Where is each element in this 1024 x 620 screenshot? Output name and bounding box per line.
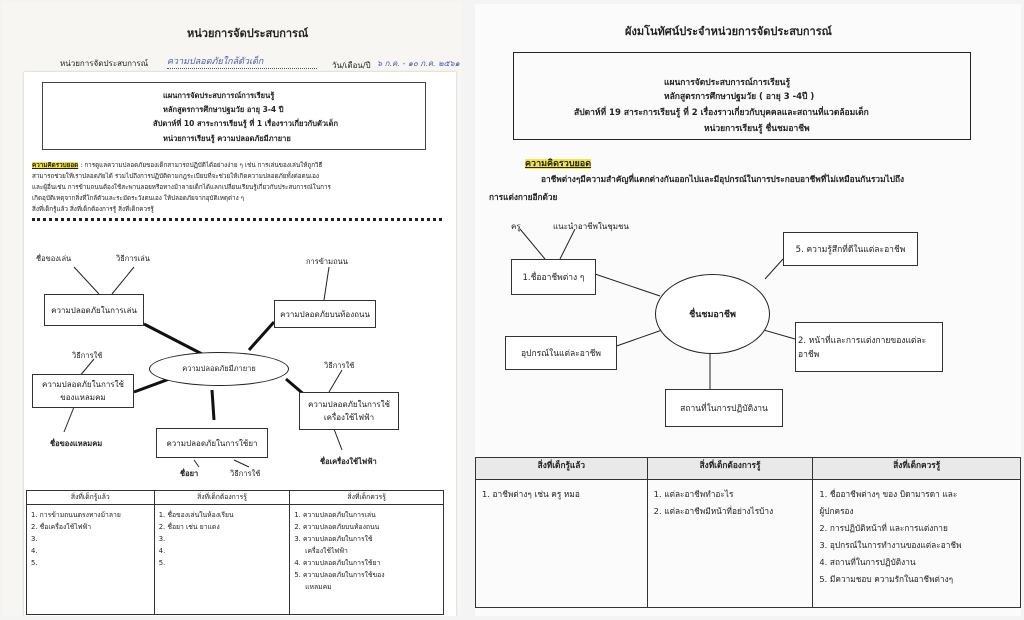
left-th-known: สิ่งที่เด็กรู้แล้ว [26,490,155,505]
leaf-community-guide: แนะนำอาชีพในชุมชน [553,222,629,231]
leaf-teacher: ครู [511,222,521,231]
left-header-line-1: แผนการจัดประสบการณ์การเรียนรู้ [163,91,275,100]
left-document-page: หน่วยการจัดประสบการณ์ หน่วยการจัดประสบกา… [2,2,462,616]
left-header-line-2: หลักสูตรการศึกษาปฐมวัย อายุ 3-4 ปี [163,105,284,114]
node-elec-safety: ความปลอดภัยในการใช้เครื่องใช้ไฟฟ้า [299,392,399,430]
node-sharp-safety: ความปลอดภัยในการใช้ของแหลมคม [32,374,134,408]
leaf-drug-method: วิธีการใช้ [230,469,261,478]
left-th-should: สิ่งที่เด็กควรรู้ [289,490,444,505]
left-kwl-table: สิ่งที่เด็กรู้แล้ว สิ่งที่เด็กต้องการรู้… [26,490,444,615]
right-center-node: ชื่นชมอาชีพ [655,274,770,354]
left-center-node: ความปลอดภัยมีภายาย [149,352,289,386]
right-header-line-4: หน่วยการเรียนรู้ ชื่นชมอาชีพ [704,124,810,134]
node-play-safety: ความปลอดภัยในการเล่น [44,294,144,326]
left-top-title: หน่วยการจัดประสบการณ์ [187,27,309,40]
right-header-line-3: สัปดาห์ที่ 19 สาระการเรียนรู้ ที่ 2 เรื่… [574,108,869,118]
right-concept-line-2: การแต่งกายอีกด้วย [489,192,558,202]
node-career-tools: อุปกรณ์ในแต่ละอาชีพ [505,336,617,370]
node-career-duties: 2. หน้าที่และการแต่งกายของแต่ละอาชีพ [795,322,943,372]
leaf-toy-name: ชื่อของเล่น [36,254,72,263]
node-road-safety: ความปลอดภัยบนท้องถนน [274,300,376,328]
node-work-place: สถานที่ในการปฏิบัติงาน [665,389,783,427]
left-dotted-divider [32,218,442,221]
left-unit-handwritten: ความปลอดภัยใกล้ตัวเด็ก [167,54,317,69]
right-concept-label: ความคิดรวบยอด [525,159,592,169]
left-header-box: แผนการจัดประสบการณ์การเรียนรู้ หลักสูตรก… [42,82,426,150]
right-th-want: สิ่งที่เด็กต้องการรู้ [646,457,814,480]
leaf-drug-name: ชื่อยา [180,469,199,478]
leaf-elec-name: ชื่อเครื่องใช้ไฟฟ้า [320,457,377,466]
right-header-line-1: แผนการจัดประสบการณ์การเรียนรู้ [664,78,791,88]
leaf-elec-method: วิธีการใช้ [324,361,355,370]
leaf-sharp-method: วิธีการใช้ [72,351,103,360]
left-concept-label: ความคิดรวบยอด [32,162,79,169]
left-date-handwritten: ๖ ก.ค. - ๑๐ ก.ค. ๒๕๖๑ [377,59,460,68]
right-header-box: แผนการจัดประสบการณ์การเรียนรู้ หลักสูตรก… [513,52,971,140]
left-concept-line-4: เกิดอุบัติเหตุจากสิ่งที่ใกล้ตัวและระมัดร… [32,195,245,202]
right-col-known: 1. อาชีพต่างๆ เช่น ครู หมอ [475,479,648,608]
left-header-line-4: หน่วยการเรียนรู้ ความปลอดภัยมีภายาย [163,134,291,143]
right-th-should: สิ่งที่เด็กควรรู้ [812,457,1021,480]
right-document-page: ผังมโนทัศน์ประจำหน่วยการจัดประสบการณ์ แผ… [475,4,1021,616]
left-th-want: สิ่งที่เด็กต้องการรู้ [153,490,291,505]
right-header-line-2: หลักสูตรการศึกษาปฐมวัย ( อายุ 3 -4ปี ) [664,92,815,102]
node-career-feelings: 5. ความรู้สึกที่ดีในแต่ละอาชีพ [783,232,918,266]
right-col-should: 1. ชื่ออาชีพต่างๆ ของ บิดามารดา และผู้ปก… [812,479,1021,608]
left-concept-line-5: สิ่งที่เด็กรู้แล้ว สิ่งที่เด็กต้องการรู้… [32,206,154,213]
leaf-crossing: การข้ามถนน [306,257,348,266]
right-top-title: ผังมโนทัศน์ประจำหน่วยการจัดประสบการณ์ [625,25,832,38]
leaf-sharp-name: ชื่อของแหลมคม [50,439,103,448]
leaf-play-method: วิธีการเล่น [116,254,150,263]
right-th-known: สิ่งที่เด็กรู้แล้ว [475,457,648,480]
node-career-names: 1.ชื่ออาชีพต่าง ๆ [511,259,596,295]
left-unit-label: หน่วยการจัดประสบการณ์ [60,59,149,68]
right-kwl-table: สิ่งที่เด็กรู้แล้ว สิ่งที่เด็กต้องการรู้… [475,457,1021,608]
right-concept-line-1: อาชีพต่างๆมีความสำคัญที่แตกต่างกันออกไปแ… [541,174,905,184]
left-concept-line-2: สามารถช่วยให้เราปลอดภัยได้ รวมไปถึงการปฏ… [32,173,319,180]
left-inner-sheet: แผนการจัดประสบการณ์การเรียนรู้ หลักสูตรก… [24,72,456,616]
left-date-label: วัน/เดือน/ปี [332,61,371,70]
node-drug-safety: ความปลอดภัยในการใช้ยา [156,428,268,458]
left-concept-line-3: และผู้อื่นเช่น การข้ามถนนต้องใช้สะพานลอย… [32,184,331,191]
left-header-line-3: สัปดาห์ที่ 10 สาระการเรียนรู้ ที่ 1 เรื่… [153,119,339,128]
left-concept-line-1: ความคิดรวบยอด : การดูแลความปลอดภัยของเด็… [32,162,323,169]
